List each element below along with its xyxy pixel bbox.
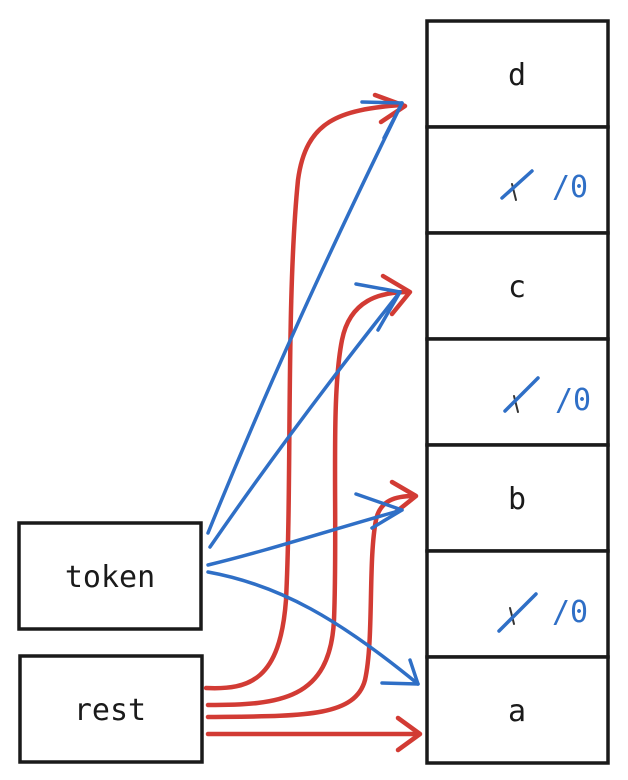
strike-mark bbox=[497, 592, 538, 633]
rest-arrow-to-d bbox=[203, 102, 403, 691]
strike-mark bbox=[500, 169, 534, 200]
token-arrows bbox=[206, 100, 420, 686]
token-arrow-head-d bbox=[360, 100, 404, 140]
null-terminator-label: /0 bbox=[552, 170, 588, 205]
memory-cell-a bbox=[425, 655, 610, 765]
cell-label-c: c bbox=[508, 270, 526, 305]
token-arrow-head-c bbox=[354, 282, 402, 332]
rest-arrow-head-b bbox=[389, 479, 419, 515]
token-arrow-to-a bbox=[206, 570, 420, 686]
token-label: token bbox=[65, 560, 155, 595]
strike-mark bbox=[503, 376, 540, 413]
token-arrow-to-b bbox=[206, 508, 404, 567]
memory-cell-separator-1 bbox=[425, 125, 610, 235]
separator-replacement-1: /0 bbox=[500, 169, 588, 205]
null-terminator-label: /0 bbox=[555, 383, 591, 418]
token-arrow-to-d bbox=[206, 101, 404, 535]
separator-replacement-3: /0 bbox=[497, 592, 588, 633]
rest-arrow-to-b bbox=[205, 493, 417, 720]
memory-cell-separator-2 bbox=[425, 337, 610, 447]
rest-arrow-head-a bbox=[395, 715, 423, 753]
rest-arrows bbox=[203, 92, 423, 753]
rest-label: rest bbox=[74, 693, 146, 728]
rest-arrow-head-c bbox=[380, 273, 413, 317]
token-arrow-to-c bbox=[208, 290, 402, 549]
original-char-mark bbox=[513, 395, 519, 413]
rest-arrow-head-d bbox=[372, 92, 408, 125]
cell-label-a: a bbox=[508, 694, 526, 729]
cell-label-b: b bbox=[508, 482, 526, 517]
memory-cell-d bbox=[425, 19, 610, 129]
rest-box bbox=[18, 654, 204, 764]
token-arrow-head-a bbox=[380, 658, 420, 686]
separator-replacement-2: /0 bbox=[503, 376, 591, 418]
memory-cell-separator-3 bbox=[425, 549, 610, 659]
cell-label-d: d bbox=[508, 58, 526, 93]
token-arrow-head-b bbox=[354, 492, 404, 530]
null-terminator-label: /0 bbox=[552, 595, 588, 630]
token-box bbox=[17, 521, 203, 631]
memory-column bbox=[425, 19, 610, 765]
rest-arrow-to-c bbox=[205, 289, 411, 708]
